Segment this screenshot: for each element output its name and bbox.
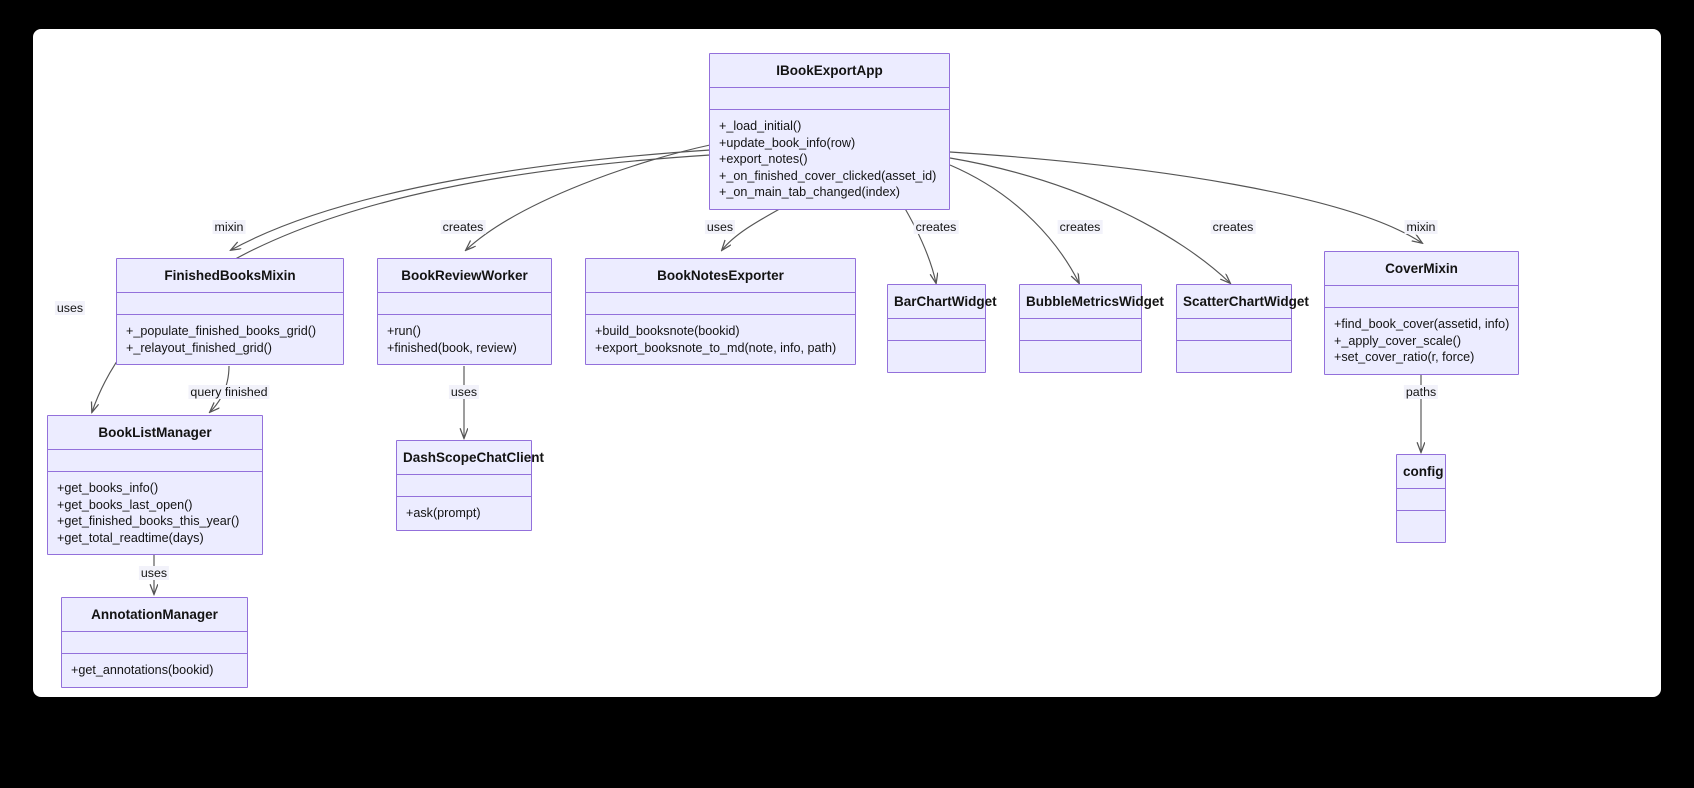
class-attributes [1397,489,1445,511]
class-title: DashScopeChatClient [397,441,544,475]
class-title: BookReviewWorker [378,259,551,293]
class-title: BarChartWidget [888,285,997,319]
class-box-finishedbooksmixin[interactable]: FinishedBooksMixin +_populate_finished_b… [116,258,344,365]
class-attributes [1020,319,1141,341]
class-title: BookNotesExporter [586,259,855,293]
method: +_load_initial() [719,119,802,133]
class-attributes [397,475,531,497]
method: +_populate_finished_books_grid() [126,324,317,338]
class-title: BubbleMetricsWidget [1020,285,1164,319]
edge-label-query-finished: query finished [188,385,270,399]
method: +get_finished_books_this_year() [57,514,240,528]
class-title: FinishedBooksMixin [117,259,343,293]
class-title: AnnotationManager [62,598,247,632]
class-methods: +find_book_cover(assetid, info) +_apply_… [1325,308,1518,374]
method: +build_booksnote(bookid) [595,324,740,338]
class-title: config [1397,455,1445,489]
edge-label-uses-dashscope: uses [448,385,480,399]
method: +ask(prompt) [406,506,481,520]
method: +finished(book, review) [387,340,517,355]
edge-label-creates-bubble: creates [1057,220,1103,234]
edge-label-creates-bar: creates [913,220,959,234]
class-box-annotationmanager[interactable]: AnnotationManager +get_annotations(booki… [61,597,248,688]
edge-label-creates-scatter: creates [1210,220,1256,234]
class-methods: +_load_initial() +update_book_info(row) … [710,110,949,209]
method: +set_cover_ratio(r, force) [1334,350,1475,364]
class-attributes [62,632,247,654]
method: +export_notes() [719,152,808,166]
class-attributes [1325,286,1518,308]
edge-label-mixin-left: mixin [212,220,246,234]
class-box-bookreviewworker[interactable]: BookReviewWorker +run() +finished(book, … [377,258,552,365]
class-attributes [710,88,949,110]
edge-label-creates-review: creates [440,220,486,234]
method: +_relayout_finished_grid() [126,340,272,355]
class-attributes [1177,319,1291,341]
class-methods [1397,511,1445,542]
edge-label-paths: paths [1403,385,1439,399]
edge-label-uses-annotation: uses [138,566,170,580]
edge-label-uses-notes: uses [704,220,736,234]
class-methods [888,341,985,372]
class-methods [1177,341,1291,372]
class-box-booknotesexporter[interactable]: BookNotesExporter +build_booksnote(booki… [585,258,856,365]
class-title: BookListManager [48,416,262,450]
method: +export_booksnote_to_md(note, info, path… [595,340,837,355]
class-attributes [378,293,551,315]
method: +update_book_info(row) [719,135,856,150]
class-methods [1020,341,1141,372]
class-attributes [117,293,343,315]
class-methods: +build_booksnote(bookid) +export_booksno… [586,315,855,364]
edge-label-uses-left: uses [54,301,86,315]
method: +get_books_info() [57,481,159,495]
method: +_on_main_tab_changed(index) [719,185,900,199]
method: +get_total_readtime(days) [57,530,204,545]
class-box-bubblemetricswidget[interactable]: BubbleMetricsWidget [1019,284,1164,373]
method: +run() [387,324,421,338]
class-attributes [586,293,855,315]
class-attributes [888,319,985,341]
method: +find_book_cover(assetid, info) [1334,317,1510,331]
class-box-booklistmanager[interactable]: BookListManager +get_books_info() +get_b… [47,415,263,555]
class-title: IBookExportApp [710,54,949,88]
class-box-barchartwidget[interactable]: BarChartWidget [887,284,997,373]
class-title: ScatterChartWidget [1177,285,1309,319]
method: +get_books_last_open() [57,497,193,512]
method: +get_annotations(bookid) [71,663,214,677]
method: +_on_finished_cover_clicked(asset_id) [719,168,937,183]
class-methods: +ask(prompt) [397,497,531,530]
class-title: CoverMixin [1325,252,1518,286]
class-box-dashscopechatclient[interactable]: DashScopeChatClient +ask(prompt) [396,440,544,531]
class-methods: +_populate_finished_books_grid() +_relay… [117,315,343,364]
class-methods: +get_annotations(bookid) [62,654,247,687]
method: +_apply_cover_scale() [1334,333,1462,348]
class-box-ibookexportapp[interactable]: IBookExportApp +_load_initial() +update_… [709,53,950,210]
class-box-covermixin[interactable]: CoverMixin +find_book_cover(assetid, inf… [1324,251,1519,375]
class-box-config[interactable]: config [1396,454,1446,543]
class-methods: +run() +finished(book, review) [378,315,551,364]
class-box-scatterchartwidget[interactable]: ScatterChartWidget [1176,284,1309,373]
class-attributes [48,450,262,472]
class-methods: +get_books_info() +get_books_last_open()… [48,472,262,554]
edge-label-mixin-right: mixin [1404,220,1438,234]
